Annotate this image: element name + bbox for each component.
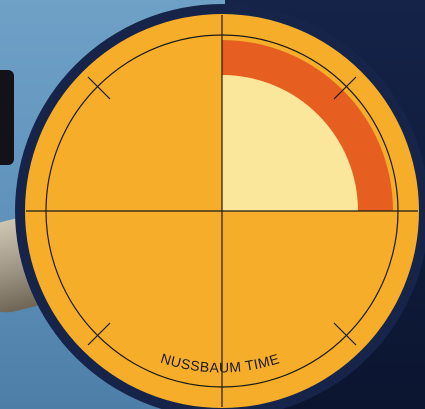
photo-scene: NUSSBAUM TIME bbox=[0, 0, 425, 409]
clock-dial-graphic: NUSSBAUM TIME bbox=[0, 0, 425, 409]
